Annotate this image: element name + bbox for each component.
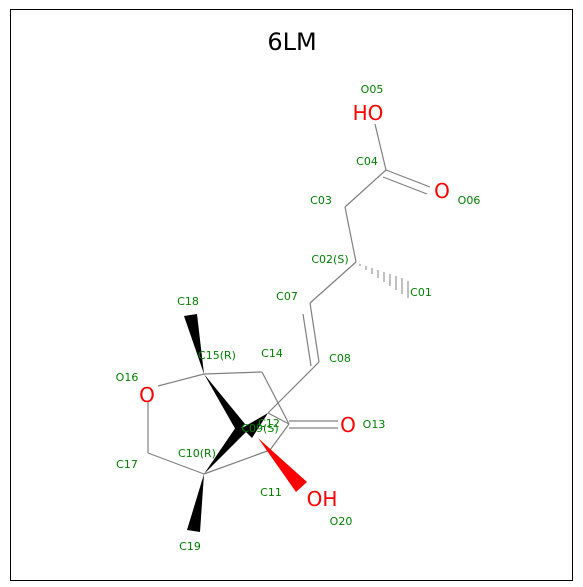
diagram-frame [10, 9, 573, 581]
atom-label-c08: C08 [329, 352, 351, 365]
atom-label-c01: C01 [410, 286, 432, 299]
diagram-title: 6LM [267, 28, 316, 56]
bonds [147, 123, 431, 475]
ho-label-top: HO [353, 101, 384, 125]
atom-label-o20: O20 [330, 515, 353, 528]
solid-wedges [184, 314, 268, 532]
bond-c15-o16 [157, 373, 205, 387]
atom-label-o13: O13 [363, 418, 386, 431]
atom-label-c12: C12 [258, 417, 280, 430]
atom-label-c18: C18 [177, 295, 199, 308]
wedge-c15-c09 [204, 374, 245, 432]
hashed-wedge-c02-c01 [359, 264, 409, 298]
atom-label-c17: C17 [116, 458, 138, 471]
atom-label-o05: O05 [361, 83, 384, 96]
bond-c03-c02 [344, 206, 357, 263]
atom-label-c07: C07 [276, 290, 298, 303]
bond-c02-c07 [309, 261, 357, 304]
wedge-c09-center [242, 413, 268, 438]
atom-label-c11: C11 [260, 486, 282, 499]
bond-c17-c10 [147, 452, 205, 475]
atom-label-o16: O16 [116, 371, 139, 384]
atom-label-c19: C19 [179, 540, 201, 553]
bond-c07-c08-a [309, 302, 320, 363]
bond-c04-o06-a [385, 169, 431, 188]
atom-label-o06: O06 [458, 194, 481, 207]
bond-c11-c10 [203, 449, 271, 475]
atom-label-c04: C04 [356, 155, 378, 168]
atom-label-c10: C10(R) [178, 447, 216, 460]
atom-label-c09: C09(S) [241, 422, 278, 435]
wedge-c11-o20 [258, 438, 307, 492]
bond-c04-o06-b [382, 176, 428, 195]
oh-label-bottom: OH [307, 487, 338, 511]
heteroatom-labels: HO O O O OH [139, 101, 450, 511]
o-label-ring: O [139, 383, 155, 407]
bond-c08-c09 [267, 361, 320, 414]
bond-c07-c08-b [302, 313, 312, 367]
atom-labels: O05 C04 O06 C03 C02(S) C01 C07 C08 C18 C… [116, 83, 481, 553]
o-label-acid: O [434, 179, 450, 203]
bond-c14-c12 [261, 371, 290, 425]
o-label-ketone: O [340, 413, 356, 437]
bond-c12-c11 [269, 423, 290, 451]
atom-label-c15: C15(R) [198, 349, 236, 362]
wedge-c10-c19 [187, 474, 204, 532]
atom-label-c03: C03 [310, 194, 332, 207]
bond-c12-c09 [267, 412, 290, 425]
wedge-c10-c09 [204, 424, 246, 474]
bond-c04-o05 [374, 123, 387, 171]
wedge-c15-c18 [184, 314, 204, 374]
bond-c04-c03 [344, 169, 387, 208]
atom-label-c14: C14 [261, 347, 283, 360]
bond-c15-c14 [203, 371, 263, 375]
atom-label-c02: C02(S) [311, 253, 348, 266]
